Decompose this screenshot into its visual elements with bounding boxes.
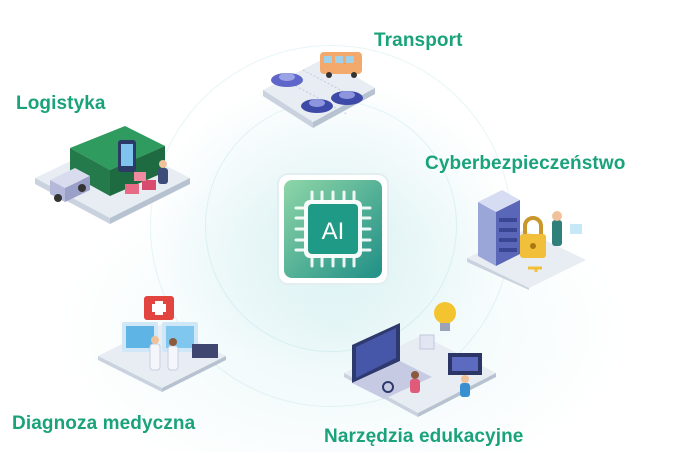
ai-chip-text: AI (322, 218, 345, 245)
label-medical-diagnosis: Diagnoza medyczna (12, 413, 196, 434)
label-logistics: Logistyka (16, 93, 106, 114)
label-educational-tools: Narzędzia edukacyjne (324, 426, 524, 447)
label-cybersecurity: Cyberbezpieczeństwo (425, 153, 626, 174)
label-transport: Transport (374, 30, 463, 51)
logistics-illustration (30, 118, 195, 228)
medical-illustration (92, 288, 232, 393)
ai-chip-icon: AI (276, 172, 390, 286)
transport-illustration (255, 40, 380, 135)
cybersecurity-illustration (462, 180, 592, 290)
education-illustration (340, 295, 500, 420)
